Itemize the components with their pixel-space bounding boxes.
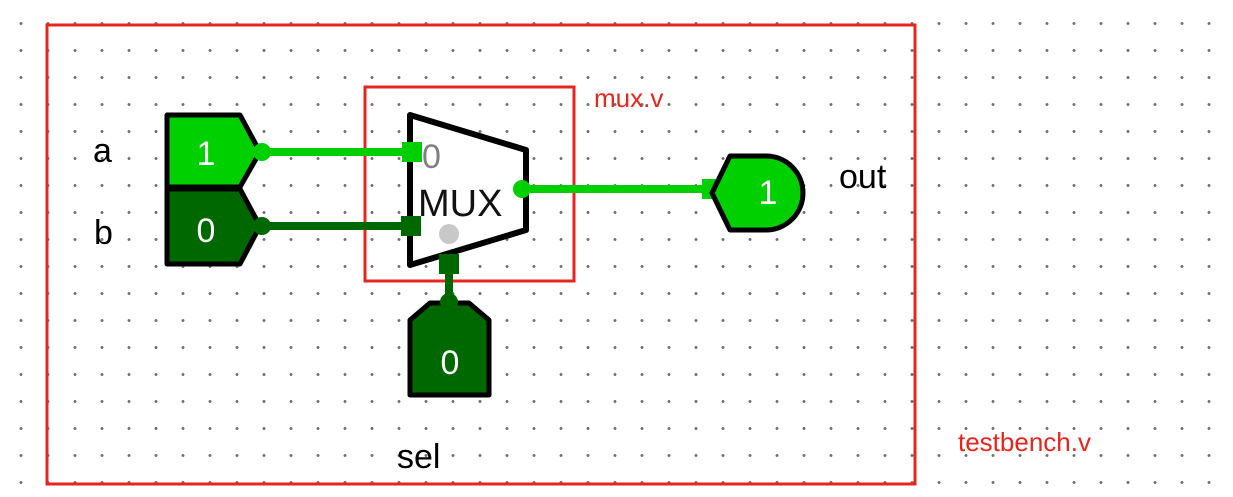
input-pin-sel[interactable]: 0 — [407, 300, 492, 398]
junction-sel — [440, 293, 458, 311]
input-sel-value: 0 — [441, 344, 460, 382]
junction-a — [253, 143, 271, 161]
mux-module-frame — [363, 85, 576, 283]
input-sel-label: sel — [397, 438, 440, 476]
input-a-value: 1 — [197, 135, 216, 173]
junction-b — [253, 217, 271, 235]
mux-module-label: mux.v — [594, 83, 663, 113]
input-b-label: b — [94, 214, 113, 252]
output-pin-out[interactable]: 1 — [709, 153, 806, 233]
output-label: out — [839, 158, 887, 196]
input-pin-b[interactable]: 0 — [164, 186, 263, 267]
mux-port-out — [513, 180, 531, 198]
mux-port-in0 — [402, 142, 422, 162]
testbench-module-frame — [45, 23, 917, 486]
mux-component[interactable]: MUX 0 — [407, 112, 529, 268]
mux-select-indicator — [439, 224, 459, 244]
input-pin-a[interactable]: 1 — [164, 112, 263, 190]
mux-port-in1 — [401, 216, 421, 236]
input-a-label: a — [93, 132, 112, 170]
mux-input0-label: 0 — [422, 138, 441, 176]
mux-port-sel — [439, 254, 459, 274]
output-value: 1 — [759, 174, 778, 212]
mux-label: MUX — [418, 183, 502, 225]
input-b-value: 0 — [197, 212, 216, 250]
testbench-module-label: testbench.v — [958, 427, 1091, 457]
